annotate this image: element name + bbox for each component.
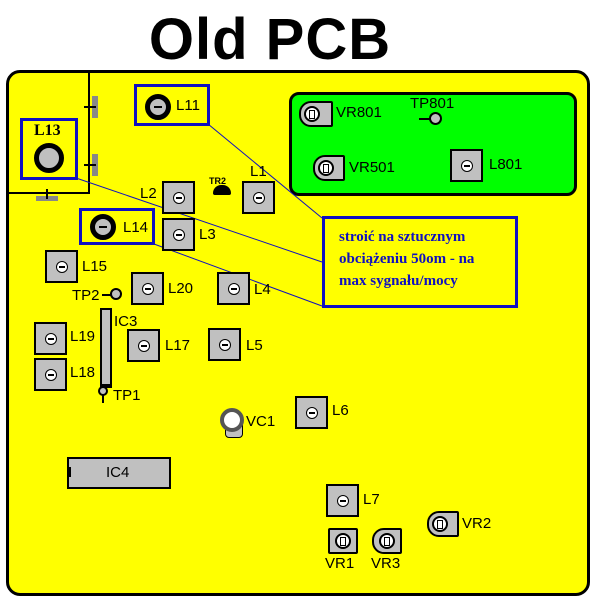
- highlight-box-l14: [79, 208, 155, 245]
- testpoint-tp801[interactable]: [429, 112, 442, 125]
- coil-l5[interactable]: [208, 328, 241, 361]
- page-title: Old PCB: [148, 7, 392, 72]
- tp2-lead: [102, 294, 112, 296]
- tuning-note-box: stroić na sztucznym obciążeniu 50om - na…: [322, 216, 518, 308]
- coil-l7[interactable]: [326, 484, 359, 517]
- label-tp1: TP1: [113, 387, 141, 404]
- coil-l1[interactable]: [242, 181, 275, 214]
- pad-2: [84, 106, 96, 108]
- label-l17: L17: [165, 337, 191, 354]
- coil-l4[interactable]: [217, 272, 250, 305]
- label-l13: L13: [34, 122, 61, 139]
- highlight-box-l13: [20, 118, 78, 180]
- label-tp801: TP801: [410, 95, 455, 112]
- trimmer-vr3[interactable]: [372, 528, 402, 554]
- l14-slot-icon: [99, 226, 107, 228]
- top-edge-bar: [88, 70, 170, 73]
- label-l18: L18: [70, 364, 96, 381]
- coil-l6[interactable]: [295, 396, 328, 429]
- l13-coil[interactable]: [34, 143, 64, 173]
- label-l2: L2: [140, 185, 157, 202]
- label-l20: L20: [168, 280, 194, 297]
- note-line-1: stroić na sztucznym: [339, 229, 466, 245]
- label-tp2: TP2: [72, 287, 100, 304]
- tp1-lead: [102, 395, 104, 403]
- note-line-2: obciążeniu 50om - na: [339, 251, 475, 267]
- label-vr3: VR3: [371, 555, 401, 572]
- trimmer-vr801[interactable]: [299, 101, 333, 127]
- coil-l19[interactable]: [34, 322, 67, 355]
- label-vr501: VR501: [349, 159, 395, 176]
- label-vc1: VC1: [246, 413, 276, 430]
- label-l4: L4: [254, 281, 271, 298]
- l11-slot-icon: [154, 106, 162, 108]
- coil-l3[interactable]: [162, 218, 195, 251]
- testpoint-tp2[interactable]: [110, 288, 122, 300]
- ic4-pin1-marker: [67, 467, 71, 477]
- coil-l15[interactable]: [45, 250, 78, 283]
- trimmer-capacitor-vc1[interactable]: [220, 408, 244, 432]
- label-vr2: VR2: [462, 515, 492, 532]
- trimmer-vr501[interactable]: [313, 155, 345, 181]
- coil-l801[interactable]: [450, 149, 483, 182]
- coil-l20[interactable]: [131, 272, 164, 305]
- label-l1: L1: [250, 163, 267, 180]
- ic3-chip[interactable]: [100, 308, 112, 388]
- label-l801: L801: [489, 156, 523, 173]
- coil-l17[interactable]: [127, 329, 160, 362]
- coil-l2[interactable]: [162, 181, 195, 214]
- transistor-tr2[interactable]: [213, 185, 231, 195]
- label-l15: L15: [82, 258, 108, 275]
- tp801-lead: [419, 118, 431, 120]
- label-l7: L7: [363, 491, 380, 508]
- pad-4: [84, 164, 96, 166]
- label-ic4: IC4: [106, 464, 130, 481]
- label-l11: L11: [176, 97, 200, 114]
- note-line-3: max sygnału/mocy: [339, 273, 458, 289]
- coil-l18[interactable]: [34, 358, 67, 391]
- ic4-chip[interactable]: [67, 457, 171, 489]
- label-l5: L5: [246, 337, 263, 354]
- label-vr1: VR1: [325, 555, 355, 572]
- trimmer-vr2[interactable]: [427, 511, 459, 537]
- l13-subpanel: [8, 72, 90, 194]
- label-l3: L3: [199, 226, 216, 243]
- label-l6: L6: [332, 402, 349, 419]
- label-l19: L19: [70, 328, 96, 345]
- pad-6: [46, 189, 48, 199]
- label-vr801: VR801: [336, 104, 382, 121]
- label-l14: L14: [123, 219, 149, 236]
- label-ic3: IC3: [114, 313, 138, 330]
- highlight-box-l11: [134, 84, 210, 126]
- label-tr2: TR2: [209, 176, 227, 186]
- trimmer-vr1[interactable]: [328, 528, 358, 554]
